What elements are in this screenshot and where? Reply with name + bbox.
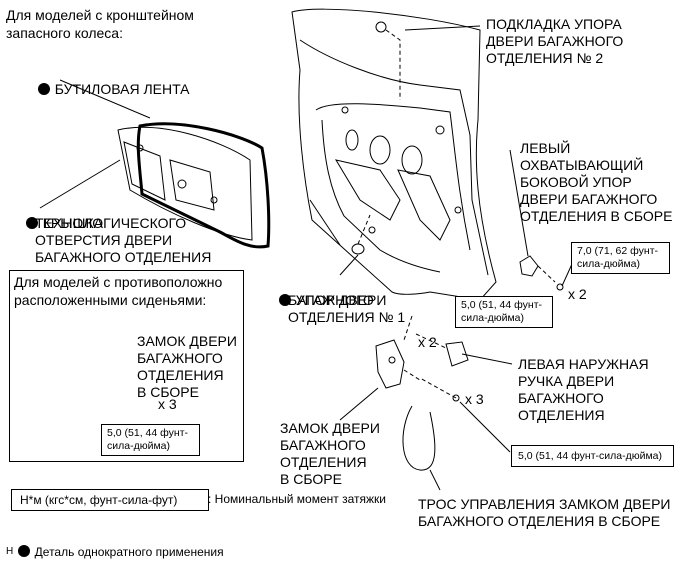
main-lock-label: ОТДЕЛЕНИЯ bbox=[280, 454, 367, 470]
opposite-seats-heading: Для моделей с противоположно bbox=[14, 274, 223, 290]
torque-box-main-lock: 5,0 (51, 44 фунт-сила-дюйма) bbox=[511, 445, 674, 467]
left-side-stop-label: БОКОВОЙ УПОР bbox=[520, 174, 632, 190]
hole-cover-label-line: ОТВЕРСТИЯ ДВЕРИ bbox=[35, 232, 173, 248]
torque-box-inset-lock: 5,0 (51, 44 фунт- сила-дюйма) bbox=[101, 424, 200, 456]
inset-lock-label: ОТДЕЛЕНИЯ bbox=[137, 367, 224, 383]
door-stop-1-label: БАГАЖНОГО bbox=[288, 292, 374, 308]
inset-lock-label: ЗАМОК ДВЕРИ bbox=[137, 333, 237, 349]
control-cable-label: БАГАЖНОГО ОТДЕЛЕНИЯ В СБОРЕ bbox=[418, 513, 661, 529]
left-side-stop-label: ДВЕРИ БАГАЖНОГО bbox=[520, 191, 658, 207]
door-stop-cushion-2-label: ПОДКЛАДКА УПОРА bbox=[486, 16, 622, 32]
hole-cover-label-line: ТЕХНОЛОГИЧЕСКОГО bbox=[35, 215, 187, 231]
outside-handle-label: РУЧКА ДВЕРИ bbox=[518, 373, 615, 389]
corner-mark: H bbox=[6, 546, 14, 557]
inset-lock-label: БАГАЖНОГО bbox=[137, 350, 223, 366]
non-reusable-bullet-icon bbox=[17, 545, 30, 557]
quantity-main-lock: x 3 bbox=[465, 391, 484, 407]
torque-box-side-stop: 7,0 (71, 62 фунт- сила-дюйма) bbox=[571, 242, 670, 274]
back-door-inner-frame bbox=[299, 39, 489, 276]
left-side-stop-label: ОТДЕЛЕНИЯ В СБОРЕ bbox=[520, 208, 673, 224]
outside-handle-part bbox=[445, 341, 469, 367]
non-reusable-bullet-icon bbox=[25, 217, 38, 229]
main-lock-label: ЗАМОК ДВЕРИ bbox=[280, 420, 380, 436]
main-lock-part bbox=[375, 339, 405, 389]
control-cable-label: ТРОС УПРАВЛЕНИЯ ЗАМКОМ ДВЕРИ bbox=[418, 496, 671, 512]
door-stop-cushion-2-part bbox=[375, 21, 387, 33]
butyl-tape-label: БУТИЛОВАЯ ЛЕНТА bbox=[30, 64, 190, 98]
heading-line-2: запасного колеса: bbox=[6, 25, 123, 41]
back-door-outline bbox=[291, 8, 497, 301]
hole-cover-part bbox=[117, 126, 253, 241]
main-lock-label: БАГАЖНОГО bbox=[280, 437, 366, 453]
non-reusable-legend: Деталь однократного применения bbox=[11, 527, 224, 561]
hole-cover-label: КРЫШКА bbox=[18, 198, 103, 232]
quantity-side-stop: x 2 bbox=[568, 286, 587, 302]
main-lock-label: В СБОРЕ bbox=[280, 471, 342, 487]
quantity-handle: x 2 bbox=[418, 334, 437, 350]
butyl-tape-part bbox=[136, 122, 271, 249]
opposite-seats-heading: расположенными сиденьями: bbox=[14, 292, 207, 308]
door-stop-1-label: ОТДЕЛЕНИЯ № 1 bbox=[288, 309, 406, 325]
non-reusable-bullet-icon bbox=[278, 294, 291, 306]
door-stop-1-part bbox=[351, 243, 365, 255]
door-stop-cushion-2-label: ДВЕРИ БАГАЖНОГО bbox=[486, 33, 624, 49]
heading-line-1: Для моделей с кронштейном bbox=[6, 7, 194, 23]
control-cable-part bbox=[402, 405, 436, 471]
torque-legend-desc: : Номинальный момент затяжки bbox=[208, 492, 386, 506]
outside-handle-label: БАГАЖНОГО bbox=[518, 390, 604, 406]
inset-lock-label: В СБОРЕ bbox=[137, 384, 199, 400]
outside-handle-label: ОТДЕЛЕНИЯ bbox=[518, 407, 605, 423]
left-side-stop-label: ЛЕВЫЙ bbox=[520, 140, 571, 156]
torque-legend-box: Н*м (кгс*см, фунт-сила-фут) bbox=[11, 489, 209, 511]
door-stop-1-label: УПОР ДВЕРИ bbox=[271, 275, 386, 309]
non-reusable-bullet-icon bbox=[37, 83, 50, 95]
torque-box-handle: 5,0 (51, 44 фунт- сила-дюйма) bbox=[455, 296, 553, 328]
outside-handle-label: ЛЕВАЯ НАРУЖНАЯ bbox=[518, 356, 649, 372]
left-side-stop-part bbox=[519, 255, 539, 277]
left-side-stop-label: ОХВАТЫВАЮЩИЙ bbox=[520, 157, 644, 173]
quantity-inset-lock: x 3 bbox=[158, 396, 177, 412]
door-stop-cushion-2-label: ОТДЕЛЕНИЯ № 2 bbox=[486, 50, 604, 66]
hole-cover-label-line: БАГАЖНОГО ОТДЕЛЕНИЯ bbox=[35, 249, 212, 265]
